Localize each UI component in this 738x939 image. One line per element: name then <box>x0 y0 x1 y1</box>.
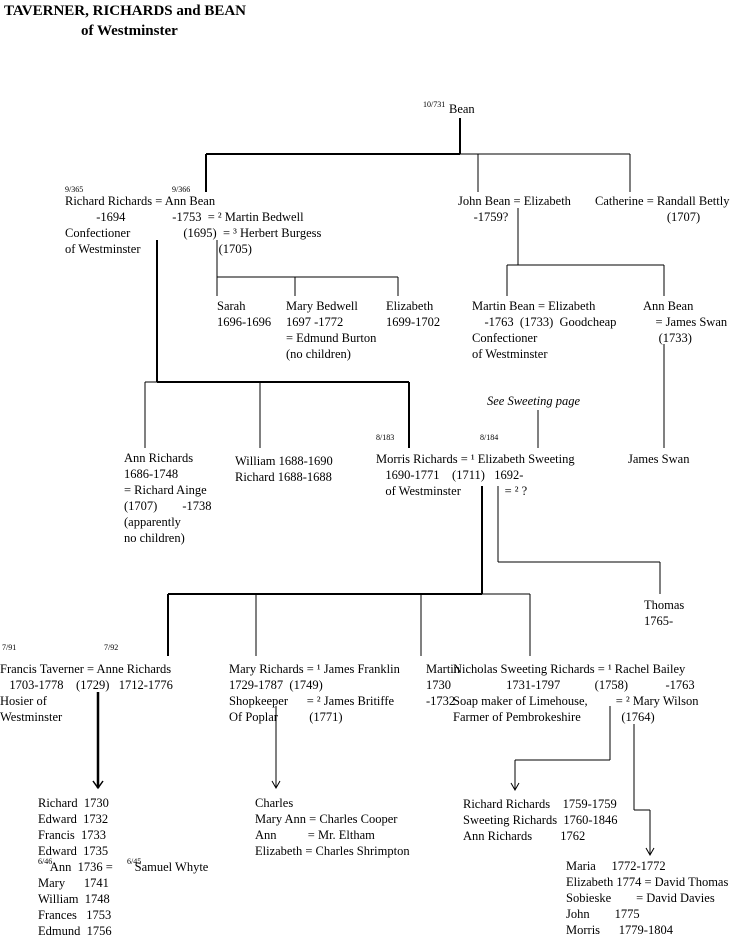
person-line: 1729-1787 (1749) <box>229 678 323 692</box>
person-line: Ann Richards <box>124 451 194 465</box>
see-sweeting-note: See Sweeting page <box>487 394 581 408</box>
person-line: Soap maker of Limehouse, = ² Mary Wilson <box>453 694 699 708</box>
ref-ann-bean: 9/366 <box>172 185 191 194</box>
person-line: of Westminster (1705) <box>65 242 252 256</box>
person-line: Catherine = Randall Bettly <box>595 194 730 208</box>
person-line: Confectioner (1695) = ³ Herbert Burgess <box>65 226 322 240</box>
person-line: 1696-1696 <box>217 315 272 329</box>
person-line: Morris Richards = ¹ Elizabeth Sweeting <box>376 452 575 466</box>
child-line: Richard Richards 1759-1759 <box>463 797 617 811</box>
person-line: Nicholas Sweeting Richards = ¹ Rachel Ba… <box>453 662 686 676</box>
child-line: Francis 1733 <box>38 828 107 842</box>
person-line: Thomas <box>644 598 685 612</box>
person-line: -1759? <box>458 210 509 224</box>
person-line: Of Poplar (1771) <box>229 710 343 724</box>
child-line: Ann 1736 = Samuel Whyte <box>38 860 209 874</box>
person-line: Francis Taverner = Anne Richards <box>0 662 172 676</box>
person-line: Richard 1688-1688 <box>235 470 332 484</box>
page-subtitle: of Westminster <box>81 23 178 39</box>
child-line: Elizabeth = Charles Shrimpton <box>255 844 410 858</box>
person-line: John Bean = Elizabeth <box>458 194 571 208</box>
child-line: William 1748 <box>38 892 110 906</box>
person-line: 1690-1771 (1711) 1692- <box>376 468 524 482</box>
child-line: Frances 1753 <box>38 908 112 922</box>
person-line: 1730 <box>426 678 451 692</box>
child-line: Morris 1779-1804 <box>566 923 673 937</box>
child-line: Charles <box>255 796 294 810</box>
person-line: Richard Richards = Ann Bean <box>65 194 216 208</box>
person-line: Mary Bedwell <box>286 299 358 313</box>
ref-bean: 10/731 <box>423 100 446 109</box>
person-line: (no children) <box>286 347 351 361</box>
ref-richard-richards: 9/365 <box>65 185 84 194</box>
child-line: Maria 1772-1772 <box>566 859 666 873</box>
person-line: (1707) -1738 <box>124 499 212 513</box>
person-line: Martin Bean = Elizabeth <box>472 299 596 313</box>
person-line: no children) <box>124 531 185 545</box>
child-line: Mary 1741 <box>38 876 109 890</box>
person-line: William 1688-1690 <box>235 454 333 468</box>
person-line: Shopkeeper = ² James Britiffe <box>229 694 395 708</box>
person-line: -1732 <box>426 694 456 708</box>
person-line: (1707) <box>595 210 701 224</box>
child-line: Ann = Mr. Eltham <box>255 828 375 842</box>
child-line: Edward 1735 <box>38 844 109 858</box>
person-line: of Westminster <box>472 347 548 361</box>
person-line: 1686-1748 <box>124 467 179 481</box>
person-line: Confectioner <box>472 331 538 345</box>
child-line: Mary Ann = Charles Cooper <box>255 812 398 826</box>
page-title: TAVERNER, RICHARDS and BEAN <box>4 3 246 19</box>
child-line: Richard 1730 <box>38 796 109 810</box>
person-line: Farmer of Pembrokeshire (1764) <box>453 710 655 724</box>
person-line: 1731-1797 (1758) -1763 <box>453 678 695 692</box>
person-bean: Bean <box>449 102 475 116</box>
person-line: (apparently <box>124 515 181 529</box>
person-line: (1733) <box>643 331 692 345</box>
person-line: = James Swan <box>643 315 728 329</box>
person-line: Westminster <box>0 710 63 724</box>
person-line: Ann Bean <box>643 299 694 313</box>
person-line: 1765- <box>644 614 674 628</box>
person-line: of Westminster = ² ? <box>376 484 528 498</box>
person-line: 1697 -1772 <box>286 315 344 329</box>
person-line: Sarah <box>217 299 246 313</box>
person-line: -1694 -1753 = ² Martin Bedwell <box>65 210 304 224</box>
person-line: = Richard Ainge <box>124 483 207 497</box>
ref-samuel-whyte: 6/45 <box>127 857 142 866</box>
person-line: Hosier of <box>0 694 47 708</box>
ref-francis-taverner: 7/91 <box>2 643 17 652</box>
ref-anne-richards: 7/92 <box>104 643 119 652</box>
person-line: Mary Richards = ¹ James Franklin <box>229 662 400 676</box>
child-line: Edmund 1756 <box>38 924 112 938</box>
person-james-swan: James Swan <box>628 452 690 466</box>
child-line: Edward 1732 <box>38 812 109 826</box>
child-line: Elizabeth 1774 = David Thomas <box>566 875 729 889</box>
person-line: = Edmund Burton <box>286 331 377 345</box>
child-line: Sobieske = David Davies <box>566 891 715 905</box>
person-line: Elizabeth <box>386 299 434 313</box>
child-line: Sweeting Richards 1760-1846 <box>463 813 618 827</box>
person-line: -1763 (1733) Goodcheap <box>472 315 617 329</box>
person-line: 1699-1702 <box>386 315 441 329</box>
ref-ann-whyte: 6/46 <box>38 857 53 866</box>
child-line: John 1775 <box>566 907 640 921</box>
person-line: Martin <box>426 662 461 676</box>
person-line: 1703-1778 (1729) 1712-1776 <box>0 678 173 692</box>
ref-morris-richards: 8/183 <box>376 433 395 442</box>
child-line: Ann Richards 1762 <box>463 829 586 843</box>
ref-elizabeth-sweeting: 8/184 <box>480 433 499 442</box>
